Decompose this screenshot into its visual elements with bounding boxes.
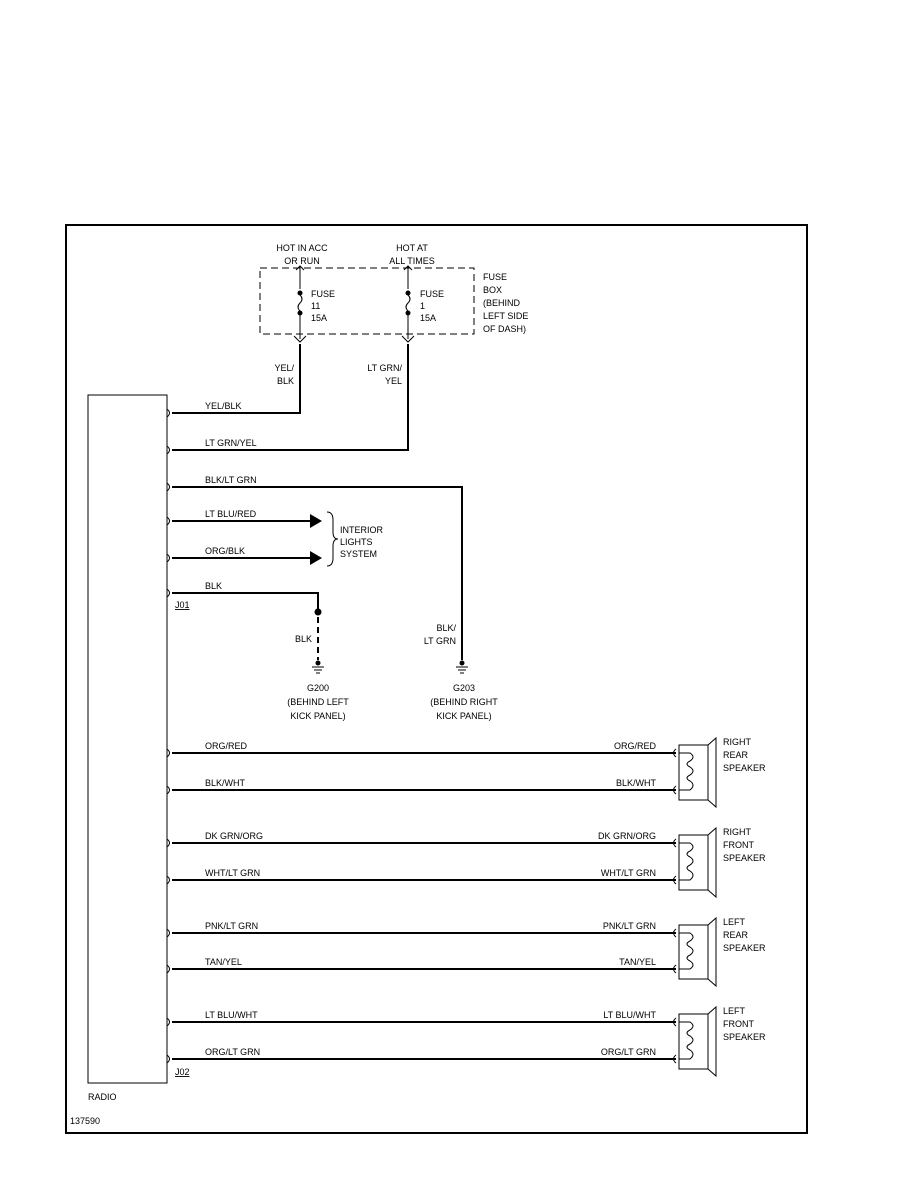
speaker-right-rear-wire-b-left: BLK/WHT xyxy=(205,778,246,788)
speaker-left-front-wire-b-right: ORG/LT GRN xyxy=(601,1047,656,1057)
speaker-left-rear-label-3: SPEAKER xyxy=(723,943,766,953)
fuse-1-symbol xyxy=(401,265,415,343)
wire-label-yel-blk: YEL/BLK xyxy=(205,401,242,411)
speaker-left-rear-wire-b-right: TAN/YEL xyxy=(619,957,656,967)
speaker-right-front-wire-a-right: DK GRN/ORG xyxy=(598,831,656,841)
speaker-right-front-wire-b-right: WHT/LT GRN xyxy=(601,868,656,878)
wire-label-lt-grn-yel: LT GRN/YEL xyxy=(205,438,257,448)
speaker-left-rear-label-1: LEFT xyxy=(723,917,746,927)
wire-label-org-blk: ORG/BLK xyxy=(205,546,245,556)
hot-acc-label-2: OR RUN xyxy=(284,256,320,266)
fuse-11-number: 11 xyxy=(311,301,320,311)
fuse-box-label-2: BOX xyxy=(483,285,502,295)
blk-lt-grn-wire xyxy=(172,486,463,660)
hot-all-label-2: ALL TIMES xyxy=(389,256,435,266)
speaker-left-rear xyxy=(172,916,717,988)
speaker-right-front-label-1: RIGHT xyxy=(723,827,752,837)
figure-id: 137590 xyxy=(70,1116,100,1126)
wire-label-lt-blu-red: LT BLU/RED xyxy=(205,509,257,519)
hot-all-label-1: HOT AT xyxy=(396,243,428,253)
speaker-right-rear xyxy=(172,736,717,809)
speaker-left-front-label-2: FRONT xyxy=(723,1019,754,1029)
g203-label-3: KICK PANEL) xyxy=(436,711,491,721)
speaker-right-rear-wire-a-left: ORG/RED xyxy=(205,741,248,751)
fuse-1-rating: 15A xyxy=(420,313,436,323)
speaker-right-front-wire-a-left: DK GRN/ORG xyxy=(205,831,263,841)
speaker-right-front-wire-b-left: WHT/LT GRN xyxy=(205,868,260,878)
lt-grn-yel-feed-wire xyxy=(172,344,409,451)
speaker-right-front xyxy=(172,826,717,899)
g200-label-3: KICK PANEL) xyxy=(290,711,345,721)
g203-label-1: G203 xyxy=(453,683,475,693)
fuse-1-number: 1 xyxy=(420,301,425,311)
speaker-left-front-label-3: SPEAKER xyxy=(723,1032,766,1042)
speaker-right-front-label-3: SPEAKER xyxy=(723,853,766,863)
g203-wire-label-1: BLK/ xyxy=(436,623,456,633)
speaker-right-rear-label-3: SPEAKER xyxy=(723,763,766,773)
fuse-11-symbol xyxy=(293,265,307,343)
yel-blk-feed-label-2: BLK xyxy=(277,376,294,386)
interior-lights-label-2: LIGHTS xyxy=(340,537,373,547)
speaker-left-front xyxy=(172,1005,717,1078)
lt-grn-yel-feed-label-2: YEL xyxy=(385,376,402,386)
g200-ground-icon xyxy=(312,660,324,674)
lt-grn-yel-feed-label-1: LT GRN/ xyxy=(367,363,402,373)
speaker-left-front-wire-a-left: LT BLU/WHT xyxy=(205,1010,258,1020)
speaker-right-rear-label-2: REAR xyxy=(723,750,749,760)
connector-j02: J02 xyxy=(175,1067,190,1077)
speaker-left-rear-label-2: REAR xyxy=(723,930,749,940)
speaker-right-rear-wire-a-right: ORG/RED xyxy=(614,741,657,751)
fuse-box-label-3: (BEHIND xyxy=(483,298,521,308)
connector-j01: J01 xyxy=(175,600,190,610)
g203-label-2: (BEHIND RIGHT xyxy=(430,697,498,707)
radio-label: RADIO xyxy=(88,1092,117,1102)
fuse-11-rating: 15A xyxy=(311,313,327,323)
splice-dot xyxy=(314,608,322,616)
hot-acc-label-1: HOT IN ACC xyxy=(276,243,328,253)
wire-label-blk: BLK xyxy=(205,581,222,591)
speaker-left-front-wire-b-left: ORG/LT GRN xyxy=(205,1047,260,1057)
org-blk-arrow xyxy=(310,551,322,565)
speaker-left-rear-wire-a-right: PNK/LT GRN xyxy=(603,921,656,931)
fuse-box-label-1: FUSE xyxy=(483,272,507,282)
g200-wire-label: BLK xyxy=(295,634,312,644)
diagram-frame xyxy=(65,224,808,1134)
interior-lights-label-1: INTERIOR xyxy=(340,525,384,535)
g203-ground-icon xyxy=(456,660,468,674)
radio-connector-pins xyxy=(166,408,170,1064)
speaker-left-rear-wire-a-left: PNK/LT GRN xyxy=(205,921,258,931)
interior-lights-label-3: SYSTEM xyxy=(340,549,377,559)
speaker-right-rear-wire-b-right: BLK/WHT xyxy=(616,778,657,788)
fuse-box-label-5: OF DASH) xyxy=(483,324,526,334)
g200-label-1: G200 xyxy=(307,683,329,693)
fuse-box-label-4: LEFT SIDE xyxy=(483,311,528,321)
speaker-left-front-wire-a-right: LT BLU/WHT xyxy=(603,1010,656,1020)
interior-lights-brace xyxy=(326,511,339,567)
lt-blu-red-arrow xyxy=(310,514,322,528)
yel-blk-feed-wire xyxy=(172,344,301,414)
speaker-right-front-label-2: FRONT xyxy=(723,840,754,850)
speaker-left-front-label-1: LEFT xyxy=(723,1006,746,1016)
blk-wire xyxy=(172,592,319,610)
fuse-1-label: FUSE xyxy=(420,289,444,299)
g203-wire-label-2: LT GRN xyxy=(424,636,456,646)
speaker-left-rear-wire-b-left: TAN/YEL xyxy=(205,957,242,967)
g200-label-2: (BEHIND LEFT xyxy=(287,697,349,707)
radio-body xyxy=(87,394,168,1084)
yel-blk-feed-label-1: YEL/ xyxy=(274,363,294,373)
fuse-11-label: FUSE xyxy=(311,289,335,299)
fuse-box-outline xyxy=(259,267,475,335)
speaker-right-rear-label-1: RIGHT xyxy=(723,737,752,747)
wire-label-blk-lt-grn: BLK/LT GRN xyxy=(205,475,257,485)
